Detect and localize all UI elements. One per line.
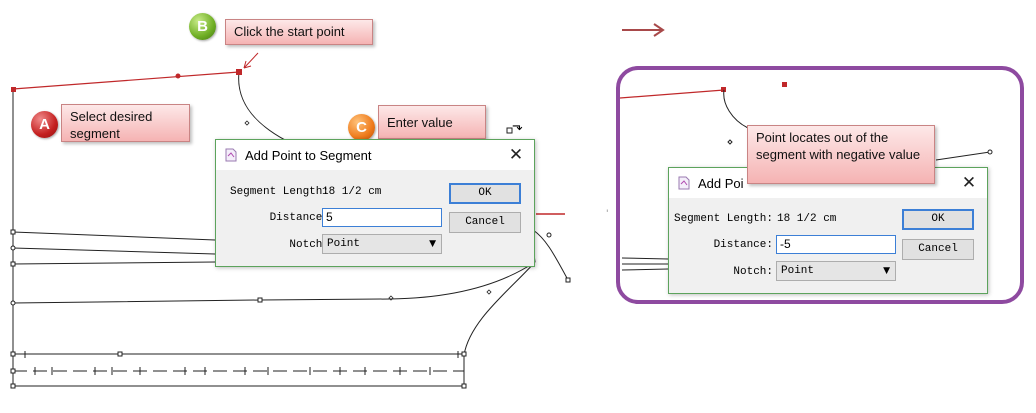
- example-frame: [616, 66, 1024, 304]
- dialog-title: Add Poi: [698, 176, 744, 191]
- notch-select-value: Point: [781, 265, 815, 277]
- pattern-point[interactable]: [10, 300, 16, 306]
- pointer-arrowhead: [243, 60, 252, 69]
- pattern-line: [12, 247, 216, 255]
- pattern-point[interactable]: [10, 245, 16, 251]
- add-point-dialog-negative[interactable]: Add Poi ✕ Segment Length: 18 1/2 cm Dist…: [668, 167, 988, 294]
- notch-label: Notch:: [733, 266, 773, 278]
- cursor-icon: ⬎: [512, 119, 523, 134]
- notch-select-value: Point: [327, 238, 361, 250]
- pattern-point[interactable]: [257, 297, 263, 303]
- pattern-point[interactable]: [117, 351, 123, 357]
- segment-length-label: Segment Length:: [673, 213, 773, 225]
- distance-input[interactable]: 5: [322, 208, 442, 227]
- dialog-title: Add Point to Segment: [245, 148, 372, 163]
- ok-button[interactable]: OK: [449, 183, 521, 204]
- document-icon: [225, 148, 237, 162]
- ok-button[interactable]: OK: [902, 209, 974, 230]
- segment-length-label: Segment Length:: [229, 186, 329, 198]
- right-segment[interactable]: [619, 89, 725, 99]
- side-curve: [532, 229, 569, 281]
- pattern-point[interactable]: [10, 229, 16, 235]
- document-icon: [678, 176, 690, 190]
- negative-value-callout: Point locates out of the segment with ne…: [747, 125, 935, 184]
- close-icon[interactable]: ✕: [961, 173, 977, 193]
- notch-select[interactable]: Point ▼: [322, 234, 442, 254]
- pattern-point[interactable]: [10, 383, 16, 389]
- pattern-point[interactable]: [987, 149, 993, 155]
- pattern-line: [935, 151, 991, 161]
- right-armhole-curve: [723, 89, 749, 129]
- chevron-down-icon: ▼: [883, 266, 890, 276]
- pattern-line: [621, 257, 669, 271]
- notch-label: Notch:: [289, 239, 329, 251]
- pattern-line: [12, 261, 216, 265]
- armhole-curve: [238, 71, 286, 141]
- pattern-point[interactable]: [461, 383, 467, 389]
- step-a-callout: Select desired segment: [61, 104, 190, 142]
- hem-curve: [389, 261, 536, 300]
- dialog-titlebar[interactable]: Add Point to Segment ✕: [216, 140, 534, 170]
- seam-curve: [463, 261, 536, 356]
- step-c-badge: C: [348, 114, 375, 141]
- pattern-point[interactable]: [546, 232, 552, 238]
- right-arrow-head: [653, 23, 665, 37]
- separator-mark: ': [606, 209, 608, 219]
- distance-label: Distance:: [713, 239, 773, 251]
- pattern-canvas-left[interactable]: ⬎: [0, 0, 600, 413]
- segment-length-value: 18 1/2 cm: [322, 186, 382, 198]
- hem-ticks: [24, 351, 459, 358]
- notch-diamond: [388, 295, 394, 301]
- pattern-point[interactable]: [565, 277, 571, 283]
- chevron-down-icon: ▼: [429, 239, 436, 249]
- step-b-badge: B: [189, 13, 216, 40]
- segment-start-point[interactable]: [11, 87, 16, 92]
- pattern-point[interactable]: [10, 351, 16, 357]
- notch-diamond: [727, 139, 733, 145]
- right-segment-end-point[interactable]: [721, 87, 726, 92]
- cancel-button[interactable]: Cancel: [902, 239, 974, 260]
- close-icon[interactable]: ✕: [508, 145, 524, 165]
- notch-diamond: [244, 120, 250, 126]
- step-b-callout: Click the start point: [225, 19, 373, 45]
- segment-end-point[interactable]: [236, 69, 242, 75]
- pointer-arrow: [243, 52, 259, 69]
- segment-mid-point[interactable]: [175, 73, 181, 79]
- negative-offset-point[interactable]: [782, 82, 787, 87]
- notch-diamond: [486, 289, 492, 295]
- notch-select[interactable]: Point ▼: [776, 261, 896, 281]
- segment-length-value: 18 1/2 cm: [777, 213, 837, 225]
- add-point-dialog[interactable]: Add Point to Segment ✕ Segment Length: 1…: [215, 139, 535, 267]
- pattern-point[interactable]: [461, 351, 467, 357]
- pattern-point[interactable]: [506, 127, 513, 134]
- pattern-point[interactable]: [10, 368, 16, 374]
- step-c-callout: Enter value: [378, 105, 486, 139]
- step-a-badge: A: [31, 111, 58, 138]
- selected-segment[interactable]: [12, 71, 240, 90]
- pattern-line: [12, 231, 216, 241]
- distance-input[interactable]: -5: [776, 235, 896, 254]
- distance-label: Distance:: [269, 212, 329, 224]
- cancel-button[interactable]: Cancel: [449, 212, 521, 233]
- pattern-point[interactable]: [10, 261, 16, 267]
- dashed-line-ticks: [34, 367, 431, 375]
